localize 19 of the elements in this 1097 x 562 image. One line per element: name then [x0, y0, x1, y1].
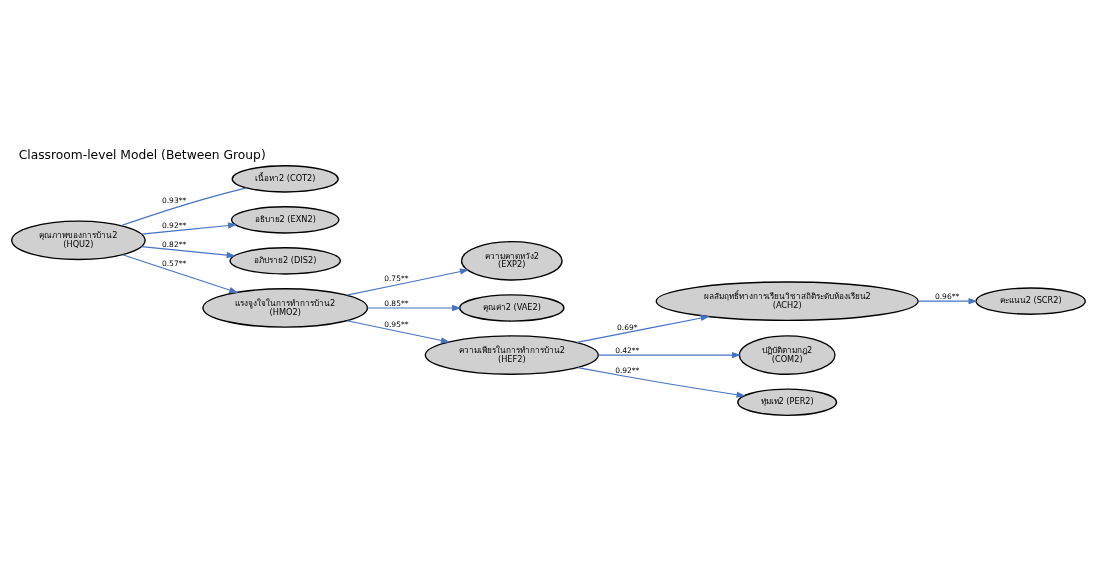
node-ellipse: คุณภาพของการบ้าน2 (HQU2) — [11, 220, 146, 261]
arrow — [917, 298, 978, 305]
arrow — [141, 222, 237, 235]
node-ellipse: เนื้อหา2 (COT2) — [231, 165, 339, 193]
node-ellipse: อธิบาย2 (EXN2) — [230, 206, 340, 234]
diagram-title: Classroom-level Model (Between Group) — [18, 148, 266, 163]
node-ellipse: อภิปราย2 (DIS2) — [229, 247, 341, 275]
arrow — [346, 268, 469, 296]
node-ellipse: ปฏิบัติตามกฎ2 (COM2) — [738, 335, 836, 375]
arrow — [366, 304, 462, 312]
arrow — [346, 320, 450, 344]
node-ellipse: คะแนน2 (SCR2) — [975, 287, 1086, 315]
arrow — [577, 367, 746, 398]
connector — [120, 187, 247, 227]
arrow — [141, 246, 236, 259]
arrow — [576, 314, 710, 343]
arrow — [122, 254, 239, 294]
arrow — [597, 351, 741, 359]
node-ellipse: คุณค่า2 (VAE2) — [459, 294, 565, 322]
